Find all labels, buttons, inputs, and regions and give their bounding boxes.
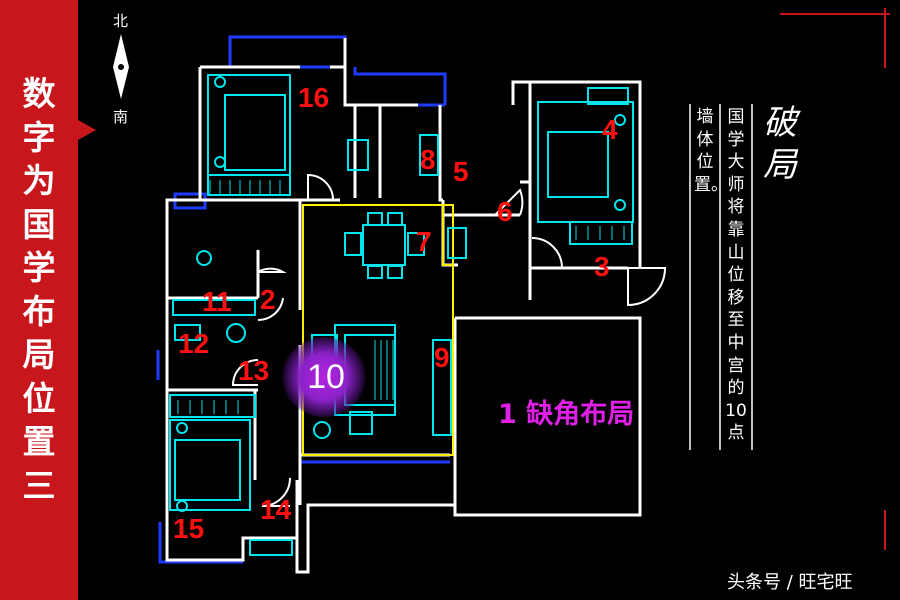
furniture xyxy=(169,74,634,556)
room-number-7: 7 xyxy=(416,226,432,257)
wardrobe-hatching xyxy=(177,180,625,414)
doors xyxy=(231,173,667,507)
room-number-12: 12 xyxy=(178,328,210,359)
panel-text-col2: 墙体位置。 xyxy=(694,107,728,195)
watermark: 头条号 / 旺宅旺 xyxy=(727,572,853,593)
compass-south-label: 南 xyxy=(113,108,129,126)
room-number-8: 8 xyxy=(420,144,436,175)
room-number-11: 11 xyxy=(202,286,232,317)
panel-title: 破局 xyxy=(763,103,797,185)
sidebar: 数字为国学布局位置三 xyxy=(0,0,78,600)
room-number-6: 6 xyxy=(497,196,513,227)
rug-hatching xyxy=(374,340,394,400)
sidebar-arrow-icon xyxy=(78,120,96,140)
missing-corner-number: 1 xyxy=(498,399,517,430)
sidebar-title: 数字为国学布局位置三 xyxy=(22,74,56,505)
room-number-16: 16 xyxy=(298,82,330,113)
room-number-13: 13 xyxy=(238,355,270,386)
frame-right-line xyxy=(884,8,886,68)
central-palace-outline xyxy=(302,204,454,456)
panel-separators xyxy=(689,104,753,450)
compass-icon xyxy=(113,34,129,99)
room-number-9: 9 xyxy=(434,342,450,373)
frame-bottom-right-line xyxy=(884,510,886,550)
missing-corner-label: 1 缺角布局 xyxy=(498,392,634,431)
room-number-14: 14 xyxy=(260,494,292,525)
panel-text-col1: 国学大师将靠山位移至中宫的10点 xyxy=(725,107,747,444)
compass-north-label: 北 xyxy=(113,12,129,30)
missing-corner-text: 缺角布局 xyxy=(526,399,635,430)
marker-number-10: 10 xyxy=(307,358,345,396)
room-number-3: 3 xyxy=(594,251,610,282)
room-number-4: 4 xyxy=(602,114,618,145)
room-number-15: 15 xyxy=(173,513,205,544)
walls xyxy=(165,38,642,574)
marker-glow xyxy=(282,337,366,417)
room-number-5: 5 xyxy=(453,156,469,187)
room-number-2: 2 xyxy=(260,284,276,315)
frame-top-line xyxy=(780,13,890,15)
